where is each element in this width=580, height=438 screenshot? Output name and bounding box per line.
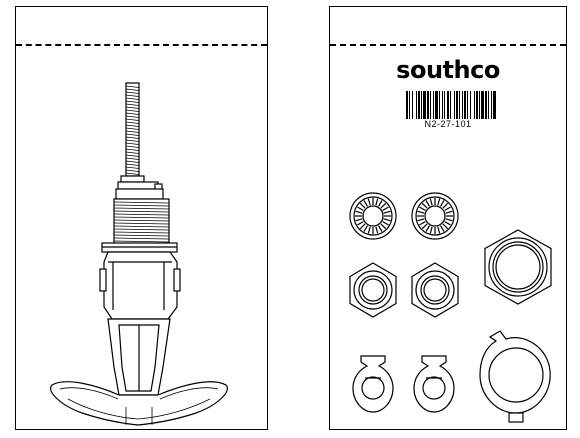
- lock-washer-2: [411, 192, 459, 240]
- lock-washer-1: [349, 192, 397, 240]
- t-handle-latch-drawing: [50, 82, 228, 426]
- brand-logo: southco: [396, 56, 500, 84]
- hardware-parts-drawing: [349, 192, 552, 423]
- tab-washer-1: [352, 355, 394, 413]
- hex-nut-large: [484, 229, 552, 305]
- hex-nut-small-1: [349, 262, 397, 318]
- fold-line-right: [330, 44, 566, 46]
- fold-line-left: [16, 44, 267, 46]
- hex-nut-small-2: [411, 262, 459, 318]
- barcode-image: [406, 91, 496, 119]
- tab-washer-2: [413, 355, 455, 413]
- cam-washer-large: [479, 330, 551, 423]
- right-package-panel: southco N2-27-101: [329, 6, 567, 430]
- part-number: N2-27-101: [424, 119, 472, 129]
- left-package-panel: [15, 6, 268, 430]
